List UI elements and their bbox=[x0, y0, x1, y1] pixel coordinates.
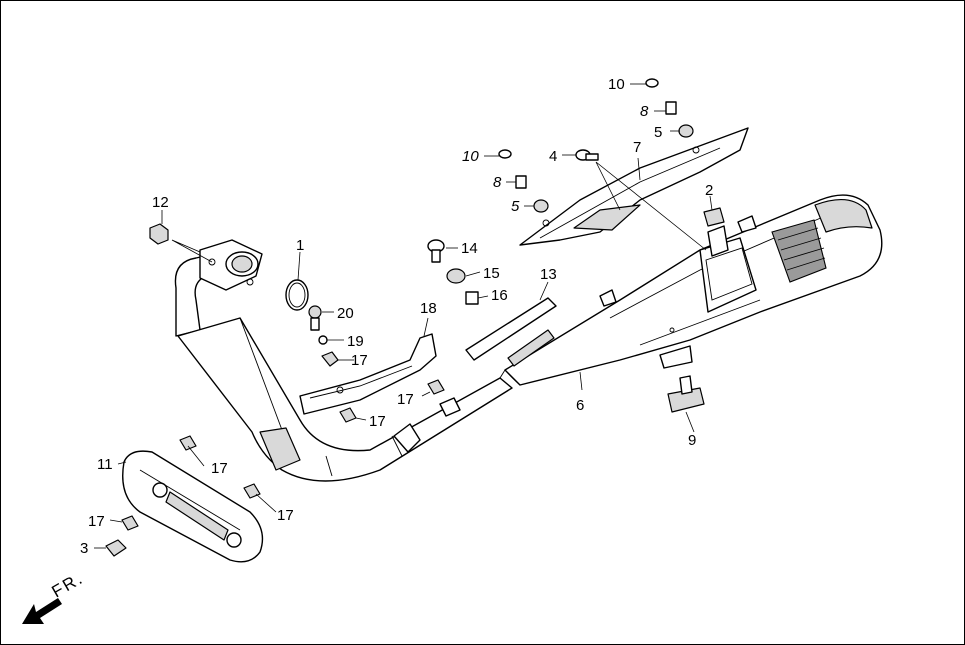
callout-16: 16 bbox=[491, 287, 508, 304]
callout-17: 17 bbox=[277, 507, 294, 524]
callout-11: 11 bbox=[97, 456, 113, 473]
gasket-plate bbox=[465, 297, 557, 367]
callout-4: 4 bbox=[549, 148, 557, 165]
muffler bbox=[504, 194, 883, 386]
callout-12: 12 bbox=[152, 194, 169, 211]
front-direction-label: FR. bbox=[49, 568, 87, 601]
callout-17: 17 bbox=[211, 460, 228, 477]
callout-17: 17 bbox=[369, 413, 386, 430]
clip bbox=[703, 207, 725, 227]
callout-1: 1 bbox=[296, 237, 304, 254]
callout-17: 17 bbox=[351, 352, 368, 369]
exhaust-header-pipe bbox=[174, 253, 513, 482]
callout-18: 18 bbox=[420, 300, 437, 317]
gasket bbox=[285, 279, 309, 311]
bracket bbox=[299, 333, 437, 415]
lower-heat-protector bbox=[122, 450, 264, 563]
callout-2: 2 bbox=[705, 182, 713, 199]
front-direction-arrow bbox=[22, 598, 62, 624]
callout-10: 10 bbox=[462, 148, 479, 165]
heat-shield bbox=[519, 127, 749, 246]
callout-17: 17 bbox=[397, 391, 414, 408]
rubber-mount bbox=[667, 375, 705, 413]
callout-14: 14 bbox=[461, 240, 478, 257]
callout-5: 5 bbox=[654, 124, 662, 141]
callout-3: 3 bbox=[80, 540, 88, 557]
callout-8: 8 bbox=[493, 174, 502, 191]
callout-9: 9 bbox=[688, 432, 696, 449]
callout-13: 13 bbox=[540, 266, 557, 283]
callout-8: 8 bbox=[640, 103, 649, 120]
callout-5: 5 bbox=[511, 198, 520, 215]
callout-17: 17 bbox=[88, 513, 105, 530]
callout-10: 10 bbox=[608, 76, 625, 93]
leader-lines bbox=[94, 83, 713, 549]
callout-19: 19 bbox=[347, 333, 364, 350]
callout-15: 15 bbox=[483, 265, 500, 282]
callout-20: 20 bbox=[337, 305, 354, 322]
exhaust-flange bbox=[199, 239, 263, 291]
callout-6: 6 bbox=[576, 397, 584, 414]
callout-7: 7 bbox=[633, 139, 641, 156]
